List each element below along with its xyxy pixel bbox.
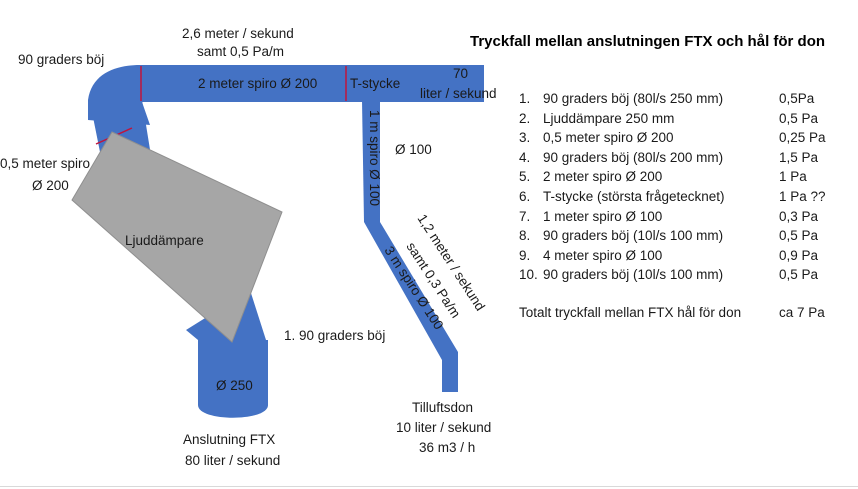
spiro-05-line1: 0,5 meter spiro (0, 156, 90, 171)
loss-item-value: 0,25 Pa (779, 130, 826, 146)
loss-item-number: 10. (519, 267, 538, 283)
silencer-box (71, 131, 283, 343)
total-label: Totalt tryckfall mellan FTX hål för don (519, 305, 742, 320)
don-line3: 36 m3 / h (419, 440, 475, 455)
don-line2: 10 liter / sekund (396, 420, 491, 435)
vertical-duct-label: 1 m spiro Ø 100 (367, 110, 382, 206)
loss-item-text: 90 graders böj (80l/s 250 mm) (543, 91, 724, 106)
loss-item-number: 1. (519, 91, 531, 106)
duct-200-label: 2 meter spiro Ø 200 (198, 76, 317, 91)
loss-item-text: 1 meter spiro Ø 100 (543, 208, 663, 224)
loss-item-number: 6. (519, 189, 531, 204)
loss-item-text: 4 meter spiro Ø 100 (543, 247, 663, 263)
loss-item-text: 90 graders böj (10l/s 100 mm) (543, 228, 724, 244)
ftx-duct-250 (198, 340, 268, 418)
total-value: ca 7 Pa (779, 305, 825, 320)
loss-item-value: 0,5Pa (779, 91, 815, 106)
flow-70-line2: liter / sekund (420, 86, 497, 101)
bottom-divider (0, 486, 858, 487)
vertical-duct-100 (362, 100, 380, 222)
loss-item-number: 4. (519, 149, 531, 165)
loss-item-text: 2 meter spiro Ø 200 (543, 169, 663, 185)
flow-70-line1: 70 (453, 66, 468, 81)
loss-item-text: 0,5 meter spiro Ø 200 (543, 130, 674, 146)
outlet-stub (442, 355, 458, 392)
dia-250-label: Ø 250 (216, 378, 253, 393)
loss-item-value: 0,9 Pa (779, 247, 819, 263)
loss-item-text: 90 graders böj (10l/s 100 mm) (543, 267, 724, 283)
speed-top-line2: samt 0,5 Pa/m (197, 44, 284, 59)
t-piece-label: T-stycke (350, 76, 400, 91)
loss-item-text: Ljuddämpare 250 mm (543, 110, 675, 126)
speed-top-line1: 2,6 meter / sekund (182, 26, 294, 41)
ftx-line1: Anslutning FTX (183, 432, 275, 447)
loss-item-value: 1 Pa (779, 169, 807, 185)
diagram-title: Tryckfall mellan anslutningen FTX och hå… (470, 33, 825, 50)
loss-item-number: 8. (519, 228, 531, 244)
loss-item-value: 0,5 Pa (779, 267, 819, 283)
ftx-line2: 80 liter / sekund (185, 453, 280, 468)
spiro-05-line2: Ø 200 (32, 178, 69, 193)
loss-item-number: 3. (519, 130, 531, 146)
silencer-label: Ljuddämpare (125, 233, 204, 248)
loss-item-value: 0,5 Pa (779, 228, 819, 244)
loss-item-number: 7. (519, 208, 531, 224)
loss-item-value: 1,5 Pa (779, 149, 819, 165)
loss-item-number: 2. (519, 110, 531, 126)
dia-100-label: Ø 100 (395, 142, 432, 157)
loss-item-text: 90 graders böj (80l/s 200 mm) (543, 149, 724, 165)
loss-item-text: T-stycke (största frågetecknet) (543, 189, 725, 204)
bend-1-label: 1. 90 graders böj (284, 328, 385, 343)
main-duct-200 (140, 65, 484, 102)
bend-label: 90 graders böj (18, 52, 104, 67)
loss-item-value: 0,5 Pa (779, 110, 819, 126)
loss-item-value: 1 Pa ?? (779, 189, 826, 204)
loss-item-value: 0,3 Pa (779, 208, 819, 224)
loss-item-number: 9. (519, 247, 531, 263)
loss-item-number: 5. (519, 169, 531, 185)
don-line1: Tilluftsdon (412, 400, 473, 415)
